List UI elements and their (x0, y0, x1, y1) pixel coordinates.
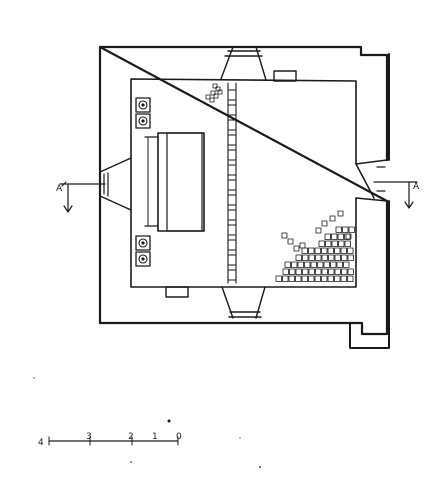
ornament-1 (135, 97, 151, 113)
section-label-left: A (56, 184, 63, 194)
central-platform (144, 132, 205, 232)
ornament-4 (135, 251, 151, 267)
bottom-window (221, 286, 266, 319)
ornament-2 (135, 113, 151, 129)
scale-tick-4: 4 (38, 438, 44, 448)
paper-specks (33, 377, 261, 468)
scale-tick-1: 1 (152, 432, 158, 442)
scale-bar: 4 3 2 1 0 (38, 432, 182, 448)
ornament-3 (135, 235, 151, 251)
section-marker-left: A (56, 181, 106, 213)
corner-ornaments (135, 97, 151, 267)
vertical-divider (227, 82, 237, 284)
section-marker-right: A (373, 181, 420, 209)
top-tiles (205, 83, 223, 103)
rubble-tiles (275, 210, 355, 282)
section-label-right: A (413, 182, 420, 192)
scale-tick-0: 0 (176, 432, 182, 442)
top-window (220, 46, 267, 81)
bottom-niche (165, 286, 189, 298)
inner-room (130, 78, 357, 288)
right-door (355, 159, 388, 202)
scale-tick-2: 2 (128, 432, 134, 442)
outer-wall (98, 45, 390, 349)
scale-tick-3: 3 (86, 432, 92, 442)
top-niche (273, 70, 297, 82)
